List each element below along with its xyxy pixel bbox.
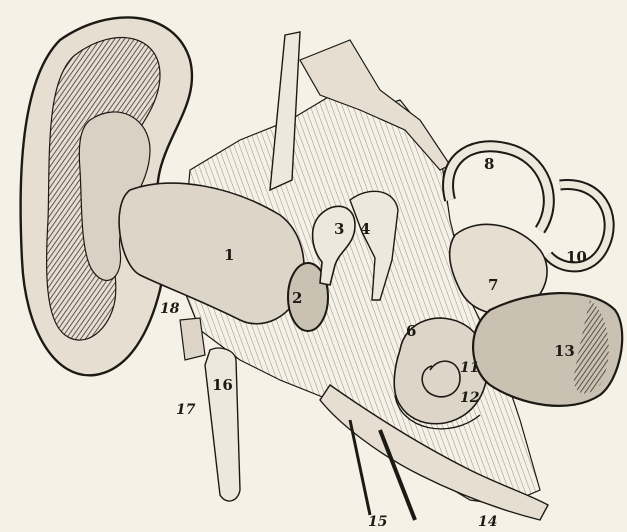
label-4: 4	[360, 220, 370, 238]
label-7: 7	[488, 276, 498, 294]
small-process	[180, 318, 205, 360]
label-11: 11	[460, 360, 479, 376]
styloid-process	[205, 348, 240, 501]
label-14: 14	[478, 514, 497, 530]
label-1: 1	[224, 246, 234, 264]
label-15: 15	[368, 514, 387, 530]
label-13: 13	[554, 342, 575, 360]
label-12: 12	[460, 390, 480, 406]
label-3: 3	[334, 220, 344, 238]
label-17: 17	[176, 402, 196, 418]
label-10: 10	[566, 248, 587, 266]
label-16: 16	[212, 376, 233, 394]
label-18: 18	[160, 301, 180, 317]
semicircular-canal-superior-inner	[448, 146, 549, 230]
label-2: 2	[292, 289, 302, 307]
label-6: 6	[406, 322, 416, 340]
label-8: 8	[484, 155, 494, 173]
